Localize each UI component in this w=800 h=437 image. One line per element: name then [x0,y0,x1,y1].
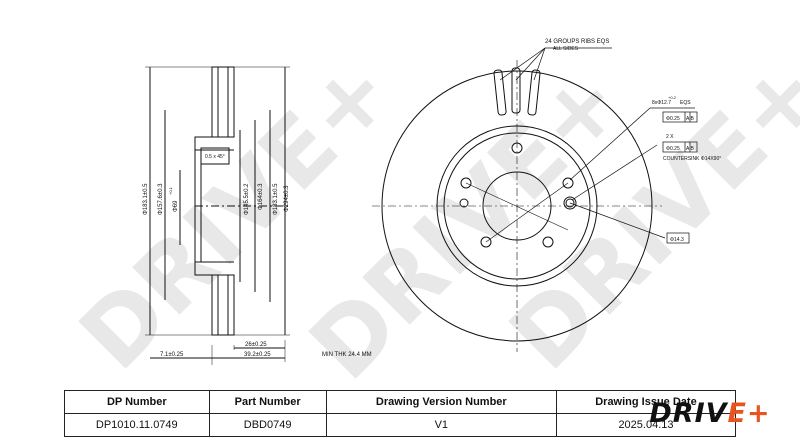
datum-ref-2: A B [686,146,694,152]
dim-inner-dia: Φ157.6±0.3 [158,183,164,215]
value-dp-number: DP1010.11.0749 [64,413,210,437]
dim-center-bore-tol: +0.1 [168,186,173,195]
bolt-holes-eqs: EQS [680,100,691,106]
position-tolerance-2: Φ0.25 [666,146,680,152]
ribs-sublabel: ALL SIDES [553,46,579,52]
value-version: V1 [325,413,557,437]
countersink-note: COUNTERSINK Φ14X90° [663,156,721,162]
value-part-number: DBD0749 [208,413,327,437]
logo-plus: E+ [727,397,771,429]
dim-hat-dia: Φ145.5±0.2 [244,183,250,215]
header-version: Drawing Version Number [325,390,557,414]
dim-chamfer: 0.5 x 45° [205,154,225,160]
disc-front-view [372,47,698,352]
datum-ref-1: A B [686,116,694,122]
center-hole-dia: Φ14.3 [670,237,684,243]
dim-pcd: Φ164±0.3 [258,183,264,210]
dim-width-39: 39.2±0.25 [244,352,271,358]
logo-text: DRIV [649,397,728,429]
disc-section-view [145,66,290,365]
dim-outer-ring-dia: Φ183.1±0.5 [143,183,149,215]
bolt-holes-label: 8xΦ12.7 [652,100,671,106]
ribs-label: 24 GROUPS RIBS EQS [545,39,609,45]
header-issue-date: Drawing Issue Date [555,390,737,414]
title-block: DP Number Part Number Drawing Version Nu… [64,390,800,437]
dim-width-26: 26±0.25 [245,342,267,348]
small-holes-count: 2 X [666,134,674,140]
header-dp-number: DP Number [64,390,210,414]
dim-ring-dia: Φ183.1±0.5 [273,183,279,215]
dim-center-bore: Φ69 [173,200,179,212]
bolt-holes-tol: +0.2 [668,95,677,100]
header-part-number: Part Number [208,390,327,414]
dim-disc-dia: Φ294±0.3 [284,185,290,212]
min-thickness-note: MIN THK 24.4 MM [322,352,372,358]
dim-width-7: 7.1±0.25 [160,352,184,358]
position-tolerance-1: Φ0.25 [666,116,680,122]
